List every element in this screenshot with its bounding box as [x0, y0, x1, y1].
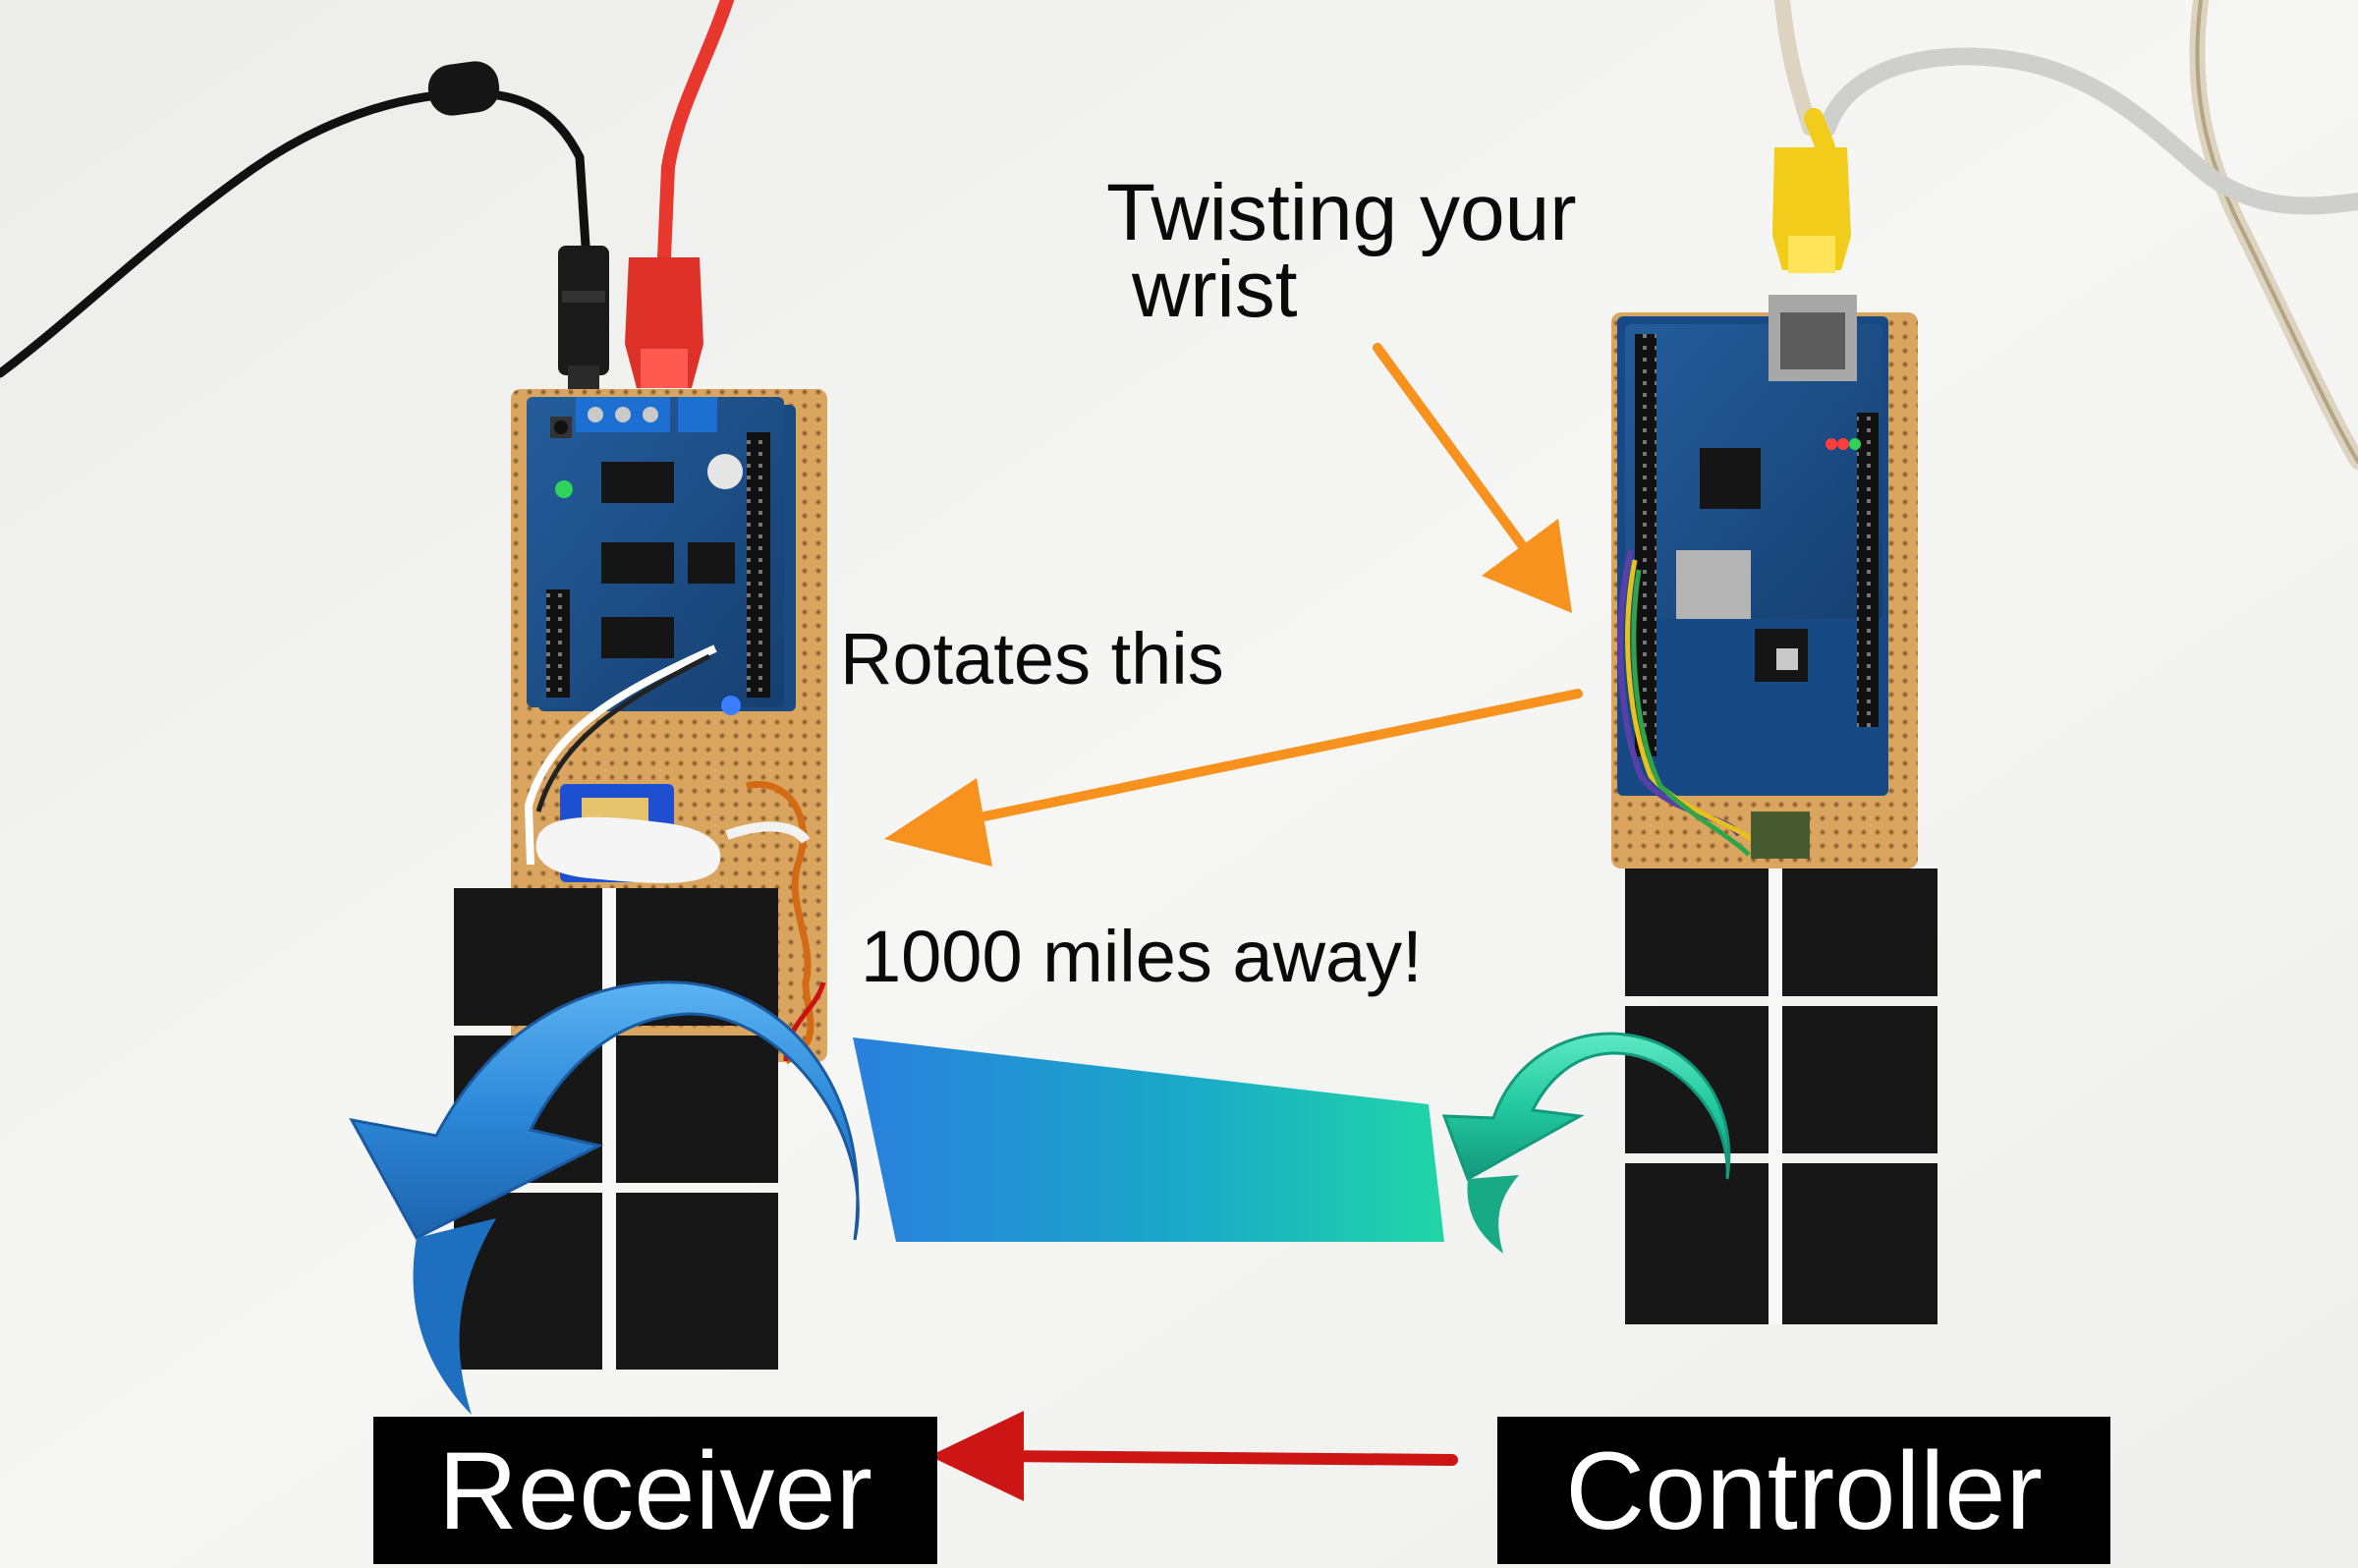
servo-wires-orange [746, 781, 814, 1065]
ethernet-plug-yellow-clip [1788, 236, 1835, 273]
header-pins [1857, 413, 1879, 727]
sensor-wires-green [1631, 569, 1751, 857]
ic-chip [688, 542, 735, 584]
led-red [1837, 438, 1849, 450]
ic-chip [601, 617, 674, 658]
ic-chip [601, 462, 674, 503]
arrowhead-red [929, 1411, 1024, 1501]
card-divider [602, 888, 616, 1370]
controller-rotation-arrow [1441, 1032, 1731, 1182]
annotation-twisting-line2: wrist [1132, 245, 1298, 334]
annotation-twisting-line1: Twisting your [1106, 168, 1577, 257]
grey-cable [1819, 47, 2358, 215]
terminal-block-right [678, 397, 717, 432]
terminal-screw [643, 407, 658, 422]
terminal-screw [615, 407, 631, 422]
signal-beam [853, 1037, 1444, 1242]
controller-label: Controller [1497, 1417, 2110, 1564]
annotation-twisting-wrist: Twisting your wrist [1106, 168, 1577, 334]
usb-cable-highlight [2195, 0, 2358, 464]
header-pins [546, 589, 570, 698]
led-green [555, 480, 573, 498]
arrowhead-orange [1482, 519, 1572, 613]
header-pins [747, 432, 770, 698]
orange-arrow-rotates [884, 689, 1583, 867]
sensor-wires-yellow [1625, 559, 1761, 847]
arrowhead-orange [884, 778, 992, 867]
header-pins [1635, 334, 1656, 756]
servo-wires-dark [535, 653, 711, 812]
annotation-rotates-this: Rotates this [840, 618, 1224, 700]
reset-button [1776, 648, 1798, 670]
zip-tie [725, 821, 811, 845]
controller-card [1625, 868, 1937, 1324]
receiver-rotation-arrow-face [413, 1218, 496, 1415]
power-plug [558, 246, 609, 375]
reset-button-cap [554, 420, 568, 434]
ethernet-jack-port [1780, 312, 1845, 369]
capacitor [707, 454, 743, 489]
red-signal-arrow-shaft [986, 1450, 1458, 1466]
led-blue [721, 696, 741, 715]
led-red [1825, 438, 1837, 450]
controller-rotation-arrow-face [1467, 1175, 1519, 1254]
sensor-chip [1751, 812, 1810, 859]
ethernet-cable-red [657, 0, 734, 264]
ferrite-bead [427, 61, 500, 116]
ic-chip [601, 542, 674, 584]
servo-horn [535, 816, 721, 883]
red-signal-arrow [929, 1411, 1458, 1501]
ic-chip [1700, 448, 1761, 509]
power-plug-collar [562, 291, 605, 303]
ethernet-cable-yellow [1804, 108, 1835, 157]
receiver-label: Receiver [373, 1417, 937, 1564]
receiver-rotation-arrow [349, 980, 860, 1241]
servo-wires [524, 644, 717, 866]
power-cable [0, 88, 590, 378]
card-divider [1768, 868, 1782, 1324]
annotation-distance: 1000 miles away! [861, 916, 1423, 997]
sd-card-slot [1676, 550, 1751, 619]
orange-arrow-wrist [1373, 343, 1572, 613]
controller-board [1611, 295, 1937, 1324]
orange-arrow-rotates-shaft [946, 689, 1583, 828]
led-green [1849, 438, 1861, 450]
orange-arrow-wrist-shaft [1373, 343, 1544, 573]
ethernet-plug-red-clip [641, 349, 688, 388]
terminal-screw [588, 407, 603, 422]
